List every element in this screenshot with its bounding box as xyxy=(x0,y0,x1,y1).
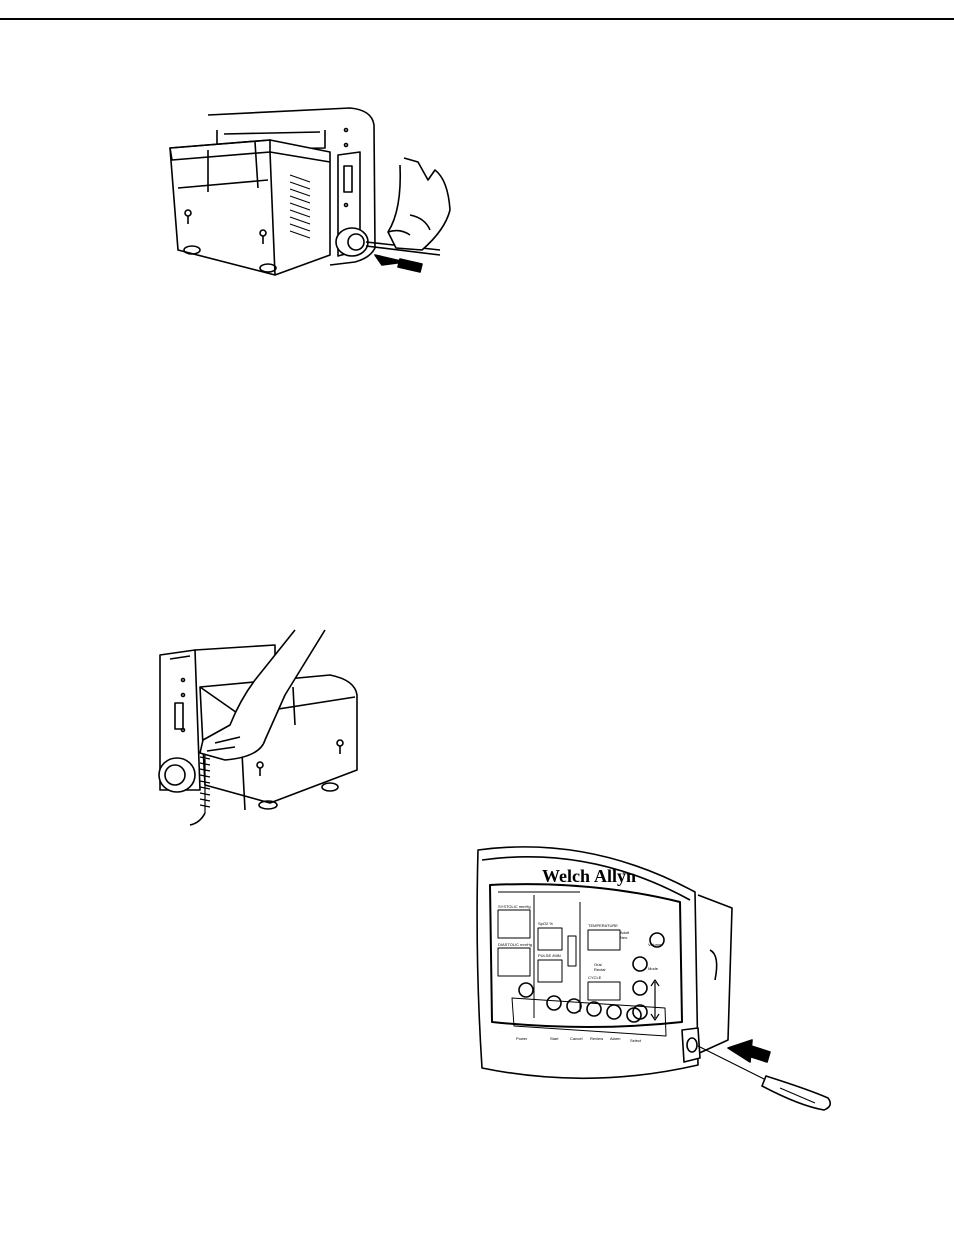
label-diastolic: DIASTOLIC xyxy=(498,942,519,947)
label-cycle: CYCLE xyxy=(588,975,602,980)
figure-plug-insertion xyxy=(160,100,460,285)
label-cancel: Cancel xyxy=(570,1036,583,1041)
label-start: Start xyxy=(550,1036,559,1041)
svg-text:DIASTOLIC mmHg: DIASTOLIC mmHg xyxy=(498,942,532,947)
label-pulse-unit: /MIN xyxy=(552,953,561,958)
brand-mark: ® xyxy=(622,870,626,877)
label-power: Power xyxy=(516,1036,528,1041)
header-rule xyxy=(0,18,954,20)
label-neo: Neo xyxy=(620,935,628,940)
brand-right: Allyn xyxy=(594,866,636,886)
label-alarm: Alarm xyxy=(610,1036,621,1041)
label-diastolic-unit: mmHg xyxy=(520,942,532,947)
label-rectal: Rectal xyxy=(594,967,605,972)
svg-text:PULSE /MIN: PULSE /MIN xyxy=(538,953,561,958)
svg-text:SYSTOLIC mmHg: SYSTOLIC mmHg xyxy=(498,904,531,909)
label-spo2: SpO2 % xyxy=(538,921,553,926)
label-systolic: SYSTOLIC xyxy=(498,904,518,909)
label-select: Select xyxy=(630,1038,642,1043)
label-temperature: TEMPERATURE xyxy=(588,923,618,928)
label-mode: Mode xyxy=(648,966,659,971)
label-pulse: PULSE xyxy=(538,953,551,958)
label-review: Review xyxy=(590,1036,603,1041)
label-systolic-unit: mmHg xyxy=(519,904,531,909)
brand-left: Welch xyxy=(542,866,590,886)
figure-hose-release xyxy=(145,625,375,830)
